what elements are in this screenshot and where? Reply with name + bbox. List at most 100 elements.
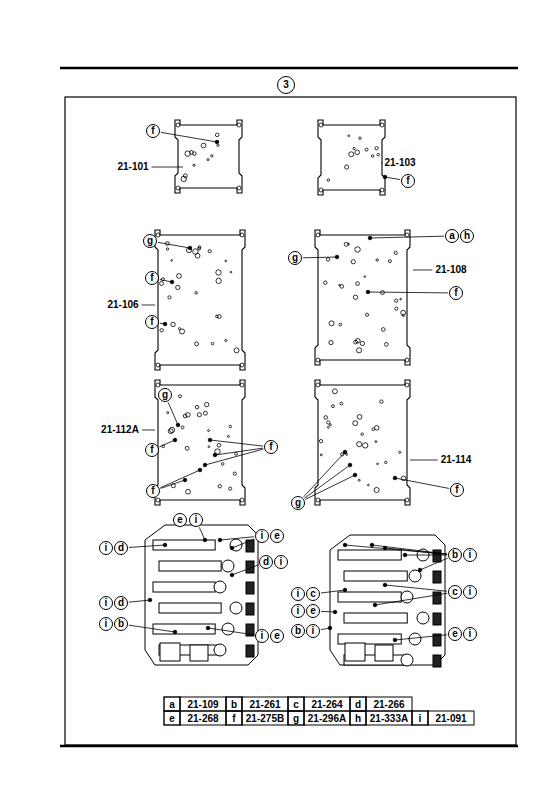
callout-letter: d: [259, 555, 273, 569]
callout-text: b: [118, 619, 124, 629]
plate-hole: [354, 340, 358, 344]
leader-line: [345, 545, 447, 554]
callout-letter: e: [306, 604, 320, 618]
plate-hole: [229, 487, 232, 490]
callout-text: i: [297, 606, 300, 616]
bolt-boss: [246, 603, 254, 615]
valve-bore: [153, 624, 215, 634]
table-cell: [288, 697, 304, 711]
plate-hole: [177, 274, 182, 279]
plate-hole: [185, 446, 189, 450]
callout-letter: e: [270, 529, 284, 543]
table-cell: [288, 711, 304, 725]
bolt-hole: [316, 233, 320, 237]
callout-letter: b: [448, 548, 462, 562]
plate-hole: [208, 446, 210, 448]
callout-text: f: [150, 273, 153, 283]
callout-letter: e: [270, 629, 284, 643]
valve-bore: [153, 582, 215, 592]
plate-hole: [329, 424, 331, 426]
plate-hole: [395, 307, 398, 310]
callout-letter: f: [449, 286, 463, 300]
plate-hole: [326, 258, 330, 262]
table-key: d: [350, 697, 366, 711]
leader-dot: [328, 626, 332, 630]
callout-text: f: [151, 486, 154, 496]
plate-hole: [221, 463, 224, 466]
plate-hole: [324, 281, 327, 284]
table-cell: [180, 697, 226, 711]
plate-hole: [367, 484, 369, 486]
bolt-hole: [316, 383, 320, 387]
plate-hole: [351, 260, 355, 264]
callout-text: i: [469, 629, 472, 639]
leader-line: [385, 548, 447, 554]
callout-text: i: [280, 557, 283, 567]
plate-hole: [227, 435, 229, 437]
bolt-hole: [316, 358, 320, 362]
callout-text: e: [177, 515, 183, 525]
leader-dot: [208, 438, 212, 442]
separator-plate: [175, 120, 242, 193]
bolt-hole: [380, 188, 384, 192]
plate-hole: [375, 147, 378, 150]
plate-hole: [208, 430, 210, 432]
plate-hole: [179, 395, 182, 398]
valve-body: [330, 535, 445, 665]
callout-text: i: [105, 598, 108, 608]
leader-dot: [418, 568, 422, 572]
leader-dot: [183, 478, 187, 482]
callout-letter: a: [445, 229, 459, 243]
plate-hole: [319, 439, 322, 442]
callout-letter: i: [306, 624, 320, 638]
plate-hole: [183, 414, 187, 418]
plate-hole: [218, 485, 221, 488]
bolt-hole: [156, 498, 160, 502]
plate-hole: [195, 292, 198, 295]
plate-hole: [381, 328, 385, 332]
table-cell: [428, 711, 474, 725]
table-cell: [164, 697, 180, 711]
callout-text: i: [312, 626, 315, 636]
bolt-boss: [433, 655, 441, 667]
leader-dot: [163, 322, 167, 326]
plate-hole: [353, 147, 355, 149]
callout-letter: c: [306, 587, 320, 601]
callout-letter: e: [448, 627, 462, 641]
leader-line: [232, 565, 259, 575]
leader-dot: [203, 463, 207, 467]
callout-letter: i: [99, 596, 113, 610]
callout-text: b: [452, 550, 458, 560]
plate-hole: [195, 342, 199, 346]
plate-hole: [229, 425, 232, 428]
plate-hole: [395, 299, 398, 302]
callout-letter: g: [158, 388, 172, 402]
leader-line: [168, 402, 178, 425]
plate-hole: [356, 348, 361, 353]
plate-hole: [181, 426, 184, 429]
table-value: 21-091: [428, 711, 474, 725]
valve-body: [145, 525, 258, 665]
callout-text: i: [469, 587, 472, 597]
callout-text: i: [261, 531, 264, 541]
leader-dot: [353, 473, 357, 477]
plate-hole: [186, 489, 191, 494]
leader-line: [385, 177, 400, 180]
plate-hole: [193, 164, 195, 166]
callout-text: b: [295, 626, 301, 636]
callout-text: f: [455, 485, 458, 495]
table-value: 21-261: [242, 697, 288, 711]
bolt-hole: [316, 498, 320, 502]
callout-text: e: [452, 629, 458, 639]
leader-line: [152, 167, 183, 168]
bolt-hole: [405, 358, 409, 362]
plate-hole: [360, 341, 364, 345]
part-number: 21-101: [116, 162, 149, 172]
callout-text: f: [406, 176, 409, 186]
table-value: 21-268: [180, 711, 226, 725]
bolt-hole: [405, 233, 409, 237]
leader-dot: [203, 538, 207, 542]
leader-line: [129, 625, 175, 632]
callout-text: f: [269, 442, 272, 452]
plate-hole: [225, 339, 227, 341]
